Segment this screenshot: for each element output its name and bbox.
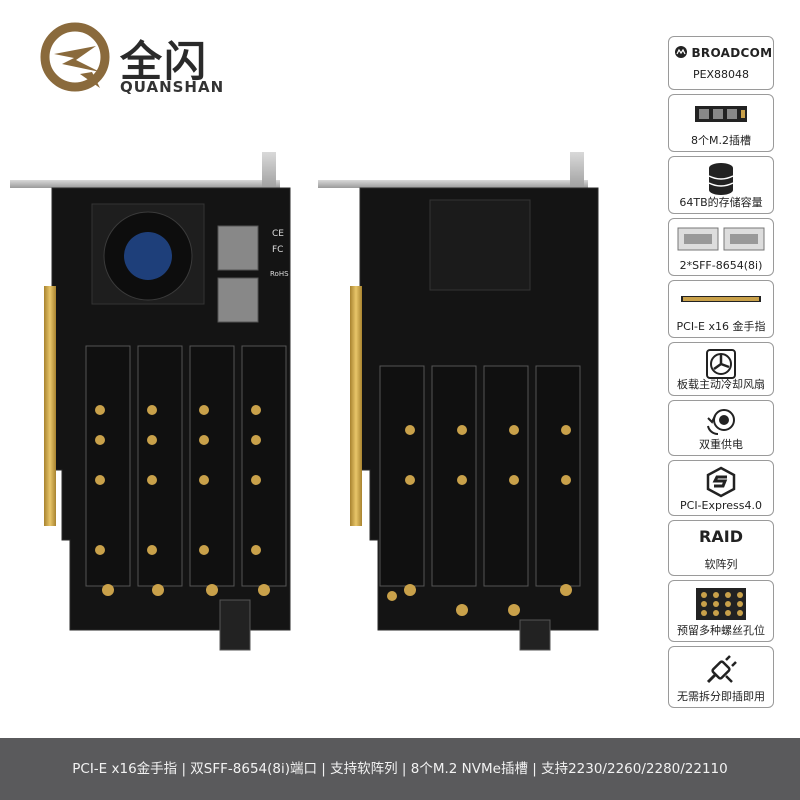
feature-pcie4-label: PCI-Express4.0 xyxy=(680,499,762,512)
feature-plug-play: 无需拆分即插即用 xyxy=(668,646,774,708)
pcie-logo-icon xyxy=(706,466,736,498)
board-front: CE FC RoHS xyxy=(10,152,291,651)
feature-sff-label: 2*SFF-8654(8i) xyxy=(679,259,763,272)
feature-list: BROADCOM PEX88048 8个M.2插槽 64TB的存储容量 2*SF… xyxy=(668,36,774,708)
board-back xyxy=(318,152,599,651)
quanshan-logo-icon xyxy=(40,22,110,92)
broadcom-logo-icon: BROADCOM xyxy=(675,46,772,60)
storage-stack-icon xyxy=(708,163,734,195)
feature-plug-play-label: 无需拆分即插即用 xyxy=(677,690,765,703)
sff-connector-icon xyxy=(677,227,765,251)
feature-m2-slots-label: 8个M.2插槽 xyxy=(691,134,751,147)
feature-m2-slots: 8个M.2插槽 xyxy=(668,94,774,152)
gold-finger-icon xyxy=(681,296,761,302)
feature-storage-label: 64TB的存储容量 xyxy=(679,196,763,209)
feature-gold-finger: PCI-E x16 金手指 xyxy=(668,280,774,338)
screw-holes-icon xyxy=(696,588,746,620)
feature-gold-finger-label: PCI-E x16 金手指 xyxy=(676,320,766,333)
feature-broadcom: BROADCOM PEX88048 xyxy=(668,36,774,90)
svg-text:FC: FC xyxy=(272,245,283,255)
svg-text:RoHS: RoHS xyxy=(270,270,289,278)
feature-pcie4: PCI-Express4.0 xyxy=(668,460,774,516)
feature-fan-label: 板载主动冷却风扇 xyxy=(677,378,765,391)
brand-name-en: QUANSHAN xyxy=(120,78,225,96)
raid-icon: RAID xyxy=(699,527,743,546)
brand-name-cn: 全闪 xyxy=(120,37,209,86)
m2-slot-icon xyxy=(695,106,747,122)
brand-header: 全闪 QUANSHAN xyxy=(40,22,280,102)
feature-sff: 2*SFF-8654(8i) xyxy=(668,218,774,276)
product-boards-illustration: CE FC RoHS xyxy=(10,152,599,651)
feature-screw-holes: 预留多种螺丝孔位 xyxy=(668,580,774,642)
broadcom-mark-icon xyxy=(675,46,687,58)
feature-broadcom-label: BROADCOM xyxy=(691,46,773,60)
feature-dual-power: 双重供电 xyxy=(668,400,774,456)
feature-dual-power-label: 双重供电 xyxy=(699,438,743,451)
plug-icon xyxy=(706,655,737,684)
fan-icon xyxy=(706,349,736,379)
product-photo: CE FC RoHS xyxy=(0,140,660,660)
feature-raid-label: 软阵列 xyxy=(704,558,738,571)
feature-raid: RAID 软阵列 xyxy=(668,520,774,576)
feature-storage: 64TB的存储容量 xyxy=(668,156,774,214)
feature-screw-holes-label: 预留多种螺丝孔位 xyxy=(677,624,765,637)
dual-power-icon xyxy=(707,409,735,436)
spec-banner: PCI-E x16金手指 | 双SFF-8654(8i)端口 | 支持软阵列 |… xyxy=(0,738,800,800)
feature-fan: 板载主动冷却风扇 xyxy=(668,342,774,396)
svg-text:CE: CE xyxy=(272,229,284,239)
feature-broadcom-model: PEX88048 xyxy=(692,68,750,81)
